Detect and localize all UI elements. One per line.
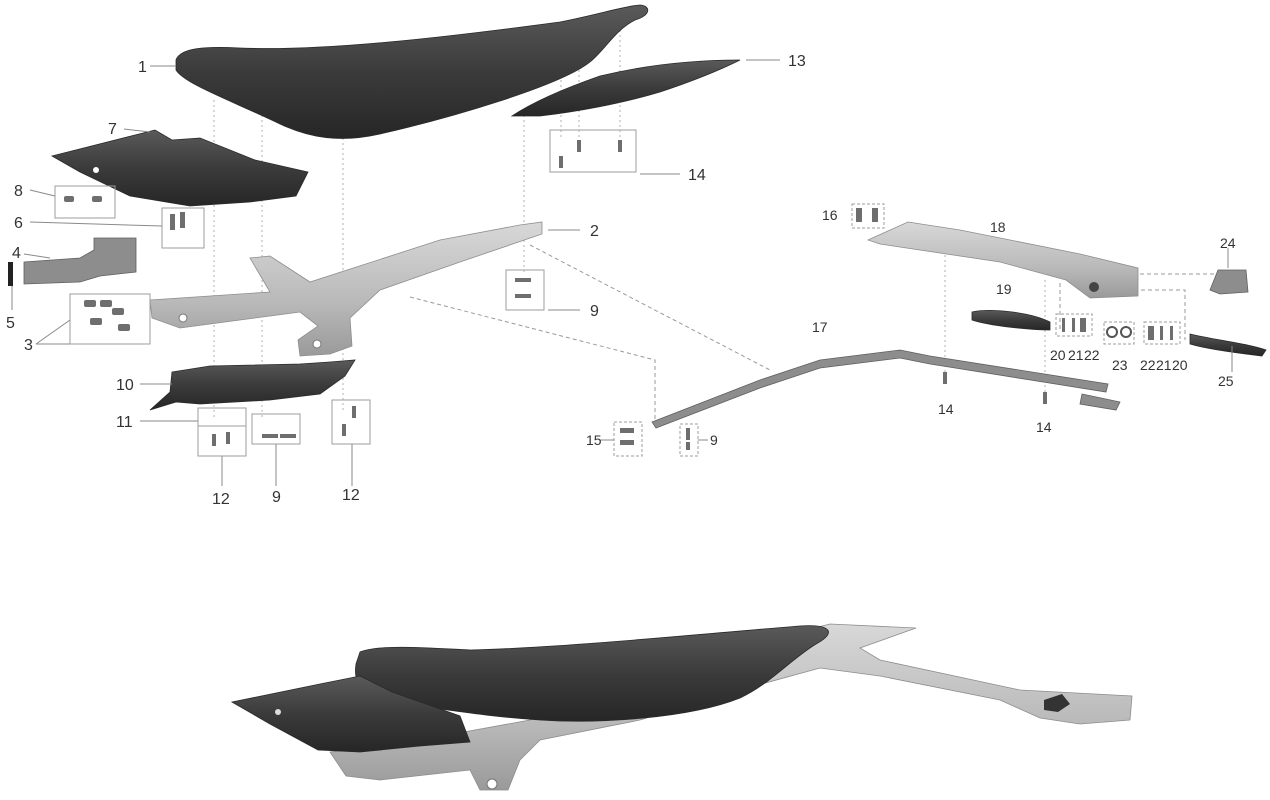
nuts-part-23 xyxy=(1106,326,1132,338)
callout-12-left: 12 xyxy=(212,491,230,508)
callout-16: 16 xyxy=(822,207,838,223)
bracket-part-4 xyxy=(23,237,137,285)
callout-7: 7 xyxy=(108,121,117,138)
callout-9-lower: 9 xyxy=(272,489,281,506)
assembled-rear-hole xyxy=(1044,694,1070,712)
callout-10: 10 xyxy=(116,377,134,394)
callout-9-rail: 9 xyxy=(710,432,718,448)
callout-1: 1 xyxy=(138,59,147,76)
assembled-side-cover xyxy=(230,675,471,753)
assembled-view xyxy=(230,623,1133,791)
callout-23: 23 xyxy=(1112,357,1128,373)
callout-19: 19 xyxy=(996,281,1012,297)
washer-part-5 xyxy=(8,262,13,286)
assembled-cover-hole xyxy=(275,709,281,715)
callout-14-fender: 14 xyxy=(688,167,706,184)
assembled-frame-hole xyxy=(486,778,498,790)
clip-part-24 xyxy=(1209,269,1249,295)
callout-18: 18 xyxy=(990,219,1006,235)
callout-4: 4 xyxy=(12,245,21,262)
callout-3: 3 xyxy=(24,337,33,354)
rail-end-bracket xyxy=(1079,393,1121,411)
grip-part-25 xyxy=(1189,333,1267,357)
assembly-lines xyxy=(409,244,1222,425)
callout-2: 2 xyxy=(590,223,599,240)
lower-box-part-10 xyxy=(149,359,356,411)
subframe-part-2 xyxy=(149,221,543,357)
callout-17: 17 xyxy=(812,319,828,335)
callout-13: 13 xyxy=(788,53,806,70)
side-rail-hole xyxy=(1089,282,1099,292)
hardware-fasteners xyxy=(64,140,1173,450)
rear-fender-part-13 xyxy=(510,59,741,117)
seat-part-1 xyxy=(175,4,649,139)
subframe-hole-left xyxy=(178,313,188,323)
leader-lines xyxy=(11,59,1233,486)
callout-22-left: 22 xyxy=(1084,347,1100,363)
side-rail-part-18 xyxy=(866,221,1139,299)
callout-21-right: 21 xyxy=(1156,357,1172,373)
subframe-hole-right xyxy=(312,339,322,349)
callout-8: 8 xyxy=(14,183,23,200)
grip-part-19 xyxy=(971,310,1051,331)
callout-12-right: 12 xyxy=(342,487,360,504)
callout-24: 24 xyxy=(1220,235,1236,251)
callout-6: 6 xyxy=(14,215,23,232)
callout-20-left: 20 xyxy=(1050,347,1066,363)
callout-21-left: 21 xyxy=(1068,347,1084,363)
callout-14-rail-left: 14 xyxy=(938,401,954,417)
callout-14-rail-right: 14 xyxy=(1036,419,1052,435)
callout-labels: 1 2 3 4 5 6 7 8 9 9 9 10 11 12 12 13 14 … xyxy=(6,53,1236,508)
callout-15: 15 xyxy=(586,432,602,448)
callout-9-seat-rivets: 9 xyxy=(590,303,599,320)
side-cover-hole xyxy=(93,167,99,173)
callout-25: 25 xyxy=(1218,373,1234,389)
callout-20-right: 20 xyxy=(1172,357,1188,373)
rail-part-17 xyxy=(651,349,1109,429)
side-cover-part-7 xyxy=(50,129,309,207)
callout-22-right: 22 xyxy=(1140,357,1156,373)
callout-11: 11 xyxy=(116,414,133,431)
callout-5: 5 xyxy=(6,315,15,332)
